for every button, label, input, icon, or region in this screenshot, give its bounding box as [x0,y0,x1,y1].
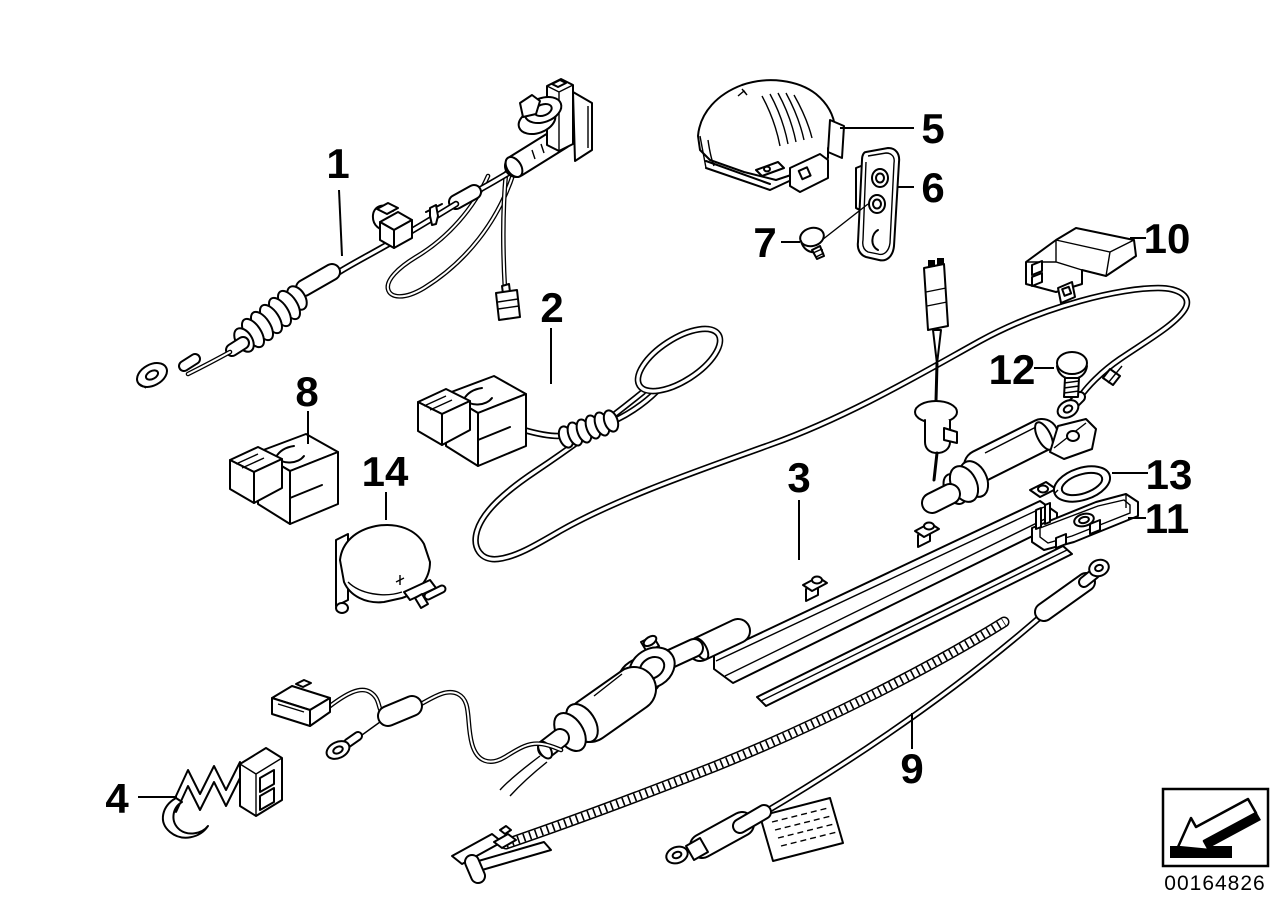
part-2-connector-housing [417,375,527,467]
direction-arrow-icon [1170,797,1261,858]
part-12-screw [1056,351,1088,398]
callout-12[interactable]: 12 [989,346,1036,393]
callout-3[interactable]: 3 [787,454,810,501]
callout-7[interactable]: 7 [753,219,776,266]
callout-11[interactable]: 11 [1145,495,1189,542]
part-2-coil [557,409,620,449]
part-9-ground-cable-assembly [451,558,1110,884]
battery-terminal-clamp [504,78,593,178]
callout-2[interactable]: 2 [540,284,563,331]
callout-6[interactable]: 6 [921,164,944,211]
part-2-trigger-cable-assembly [417,284,1191,563]
callout-4[interactable]: 4 [105,775,129,822]
cable-holder-clip [371,202,413,249]
callout-1[interactable]: 1 [326,140,349,187]
part-11-holder [1031,493,1139,551]
cable-pin [425,203,443,226]
cover-marking [737,88,748,97]
label-tag [759,797,844,862]
braided-sleeve [500,616,1010,850]
part-6-bracket-plate [821,147,901,262]
part-5-cover [697,79,845,193]
braid-end-bracket [451,825,552,884]
cable-tie-clip [1102,368,1121,386]
part-3-sensor-lead [914,258,958,482]
part-1-battery-cable-assembly [136,78,593,389]
part-8-connector-housing [229,433,339,525]
stamp-number: 00164826 [1164,872,1265,895]
callout-5[interactable]: 5 [921,105,944,152]
callout-8[interactable]: 8 [295,368,318,415]
branch-connector [495,283,521,321]
part-3-cable-duct-assembly [499,418,1097,797]
part-10-connector-cover [1025,227,1137,304]
part-7-screw [799,226,825,260]
callout-13[interactable]: 13 [1146,451,1193,498]
callout-9[interactable]: 9 [900,745,923,792]
pigtail-connector [271,679,331,727]
leader-1 [338,189,343,257]
callouts: 1 2 3 4 5 6 7 8 9 10 11 12 13 14 [105,105,1192,822]
stamp: 00164826 [1161,787,1270,895]
part-3-pigtail-lead [271,679,564,764]
part-13-seal [1052,465,1112,503]
part-4-cable-clip [161,747,283,839]
callout-14[interactable]: 14 [362,448,409,495]
callout-10[interactable]: 10 [1144,215,1191,262]
part-14-cover-housing [335,524,447,614]
